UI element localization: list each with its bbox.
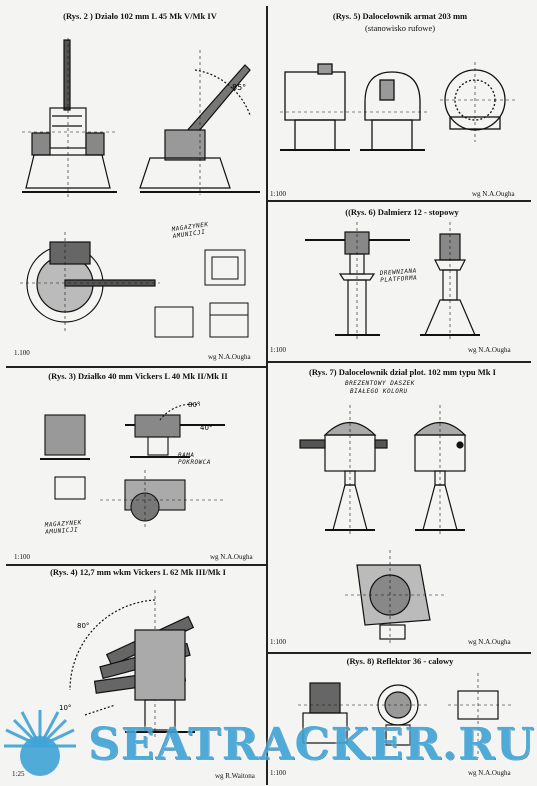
label-white-color: BIAŁEGO KOLORU: [350, 388, 408, 395]
credit-rys4: wg R.Waitona: [215, 772, 255, 780]
figure-caption-rys7: (Rys. 7) Dalocelownik dział plot. 102 mm…: [309, 367, 496, 377]
scale-rys3: 1:100: [14, 553, 30, 561]
watermark-sun-icon: [4, 710, 76, 776]
credit-rys5: wg N.A.Ougha: [472, 190, 515, 198]
figure-caption-rys3: (Rys. 3) Działko 40 mm Vickers L 40 Mk I…: [48, 371, 228, 381]
divider-left-1: [6, 366, 266, 368]
credit-rys6: wg N.A.Ougha: [468, 346, 511, 354]
figure-caption-rys6: ((Rys. 6) Dalmierz 12 - stopowy: [345, 207, 459, 217]
figure-subcaption-rys5: (stanowisko rufowe): [364, 23, 436, 33]
credit-rys8: wg N.A.Ougha: [468, 769, 511, 777]
drawing-searchlight: [298, 673, 513, 758]
angle-label-80: 80°: [77, 622, 89, 630]
credit-rys3: wg N.A.Ougha: [210, 553, 253, 561]
figure-caption-rys5: (Rys. 5) Dalocelownik armat 203 mm: [332, 11, 468, 21]
divider-left-2: [6, 564, 266, 566]
figure-caption-rys4: (Rys. 4) 12,7 mm wkm Vickers L 62 Mk III…: [50, 567, 226, 577]
label-cover-frame: RAMA POKROWCA: [178, 452, 211, 467]
drawing-director-102mm-top: [345, 550, 445, 645]
drawing-hmg-12-7mm: 80° 10°: [59, 590, 195, 740]
divider-right-2: [267, 361, 531, 363]
scale-rys7: 1:100: [270, 638, 286, 646]
drawing-director-203mm: [280, 62, 515, 151]
scale-rys5: 1:100: [270, 190, 286, 198]
figure-caption-rys2: (Rys. 2 ) Działo 102 mm L 45 Mk V/Mk IV: [63, 11, 217, 21]
watermark-text: SEATRACKER.RU: [88, 719, 536, 770]
scale-rys2: 1.100: [14, 349, 30, 357]
drawing-gun-102mm-side: 85°: [139, 50, 260, 195]
drawing-gun-102mm-top: [20, 232, 160, 332]
label-magazine: MAGAZYNEK AMUNICJI: [171, 221, 209, 241]
credit-rys7: wg N.A.Ougha: [468, 638, 511, 646]
angle-label-80: 80°: [188, 401, 200, 409]
drawing-rangefinder: [305, 222, 480, 340]
angle-label-10: 10°: [59, 704, 71, 712]
scale-rys4: 1:25: [12, 770, 25, 778]
divider-right-3: [267, 652, 531, 654]
divider-vertical: [266, 6, 268, 785]
drawing-gun-40mm: 80° 40°: [40, 401, 225, 530]
credit-rys2: wg N.A.Ougha: [208, 353, 251, 361]
scale-rys6: 1:100: [270, 346, 286, 354]
drawing-ammo-magazine: [154, 249, 249, 338]
label-tarp-roof: BREZENTOWY DASZEK: [345, 380, 415, 387]
scale-rys8: 1:100: [270, 769, 286, 777]
divider-right-1: [267, 200, 531, 202]
drawing-gun-102mm-front: [22, 38, 117, 198]
angle-label: 85°: [232, 83, 246, 92]
angle-label-40: 40°: [200, 424, 212, 432]
figure-caption-rys8: (Rys. 8) Reflektor 36 - calowy: [346, 656, 454, 666]
drawing-director-102mm: [299, 405, 467, 535]
